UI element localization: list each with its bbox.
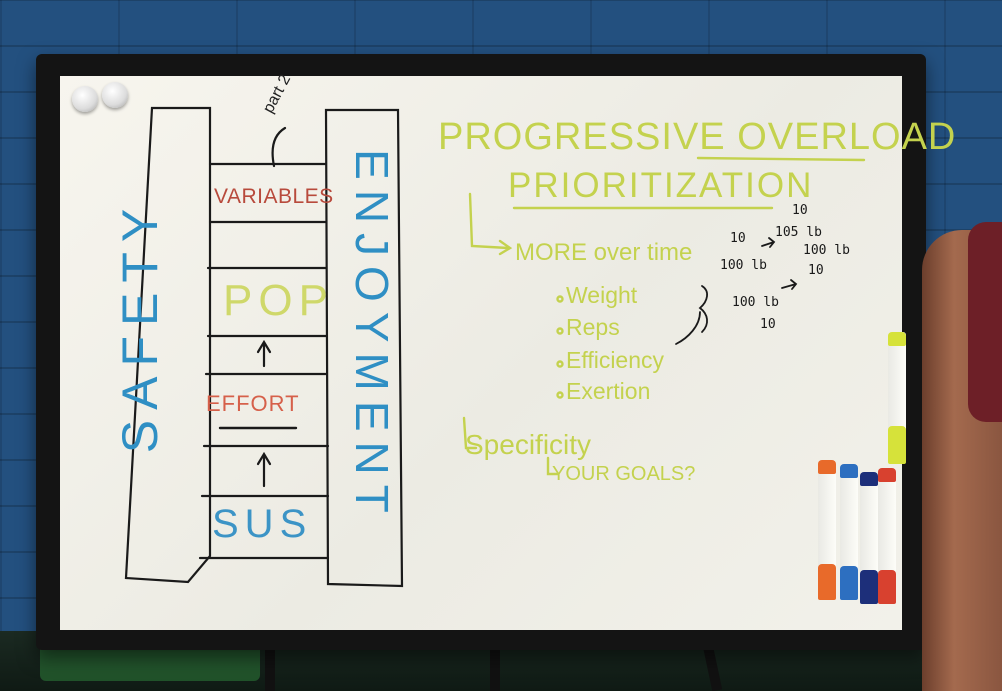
blue-marker[interactable] <box>840 464 858 600</box>
overload-underline <box>696 156 866 162</box>
arrow-stroke <box>781 279 798 290</box>
arrow-stroke <box>761 237 776 248</box>
bullet-dot <box>556 327 564 335</box>
magnet <box>102 82 128 108</box>
example-number: 10 <box>792 203 808 218</box>
left-rail-label: SAFETY <box>112 198 168 454</box>
bullet-reps: Reps <box>566 314 620 340</box>
spec-arrow <box>462 416 478 450</box>
your-goals-text: YOUR GOALS? <box>552 463 696 485</box>
example-number: 10 <box>730 231 746 246</box>
up-arrow <box>256 339 272 368</box>
more-over-time-text: MORE over time <box>515 239 693 266</box>
yellow-marker[interactable] <box>888 332 906 464</box>
left-rail-outline <box>124 106 212 584</box>
title-line-2: PRIORITIZATION <box>508 166 814 205</box>
red-marker[interactable] <box>878 468 896 604</box>
example-number: 10 <box>760 317 776 332</box>
presenter-shirt <box>968 222 1002 422</box>
title-line-1: PROGRESSIVE OVERLOAD <box>438 116 957 158</box>
example-number: 10 <box>808 263 824 278</box>
bullet-exertion: Exertion <box>566 378 651 404</box>
right-rail-label: ENJOYMENT <box>346 149 398 523</box>
navy-marker[interactable] <box>860 472 878 604</box>
bullet-weight: Weight <box>566 282 638 308</box>
rung-label-effort: EFFORT <box>206 391 300 416</box>
specificity-text: Specificity <box>465 429 592 460</box>
rung-label-pop: POP <box>223 276 334 325</box>
bullet-dot <box>556 360 564 368</box>
part2-connector <box>271 126 287 168</box>
easel-leg-center <box>490 621 500 691</box>
example-number: 100 lb <box>720 258 767 273</box>
right-rail-outline <box>324 108 404 588</box>
whiteboard-frame: part 2 VARIABLES POP EFFORT SUS SAFETY E… <box>36 54 955 650</box>
up-arrow <box>256 451 272 488</box>
magnet <box>72 86 98 112</box>
bullet-efficiency: Efficiency <box>566 347 665 373</box>
example-number: 100 lb <box>732 295 779 310</box>
bullet-dot <box>556 295 564 303</box>
board-drawing <box>124 106 866 588</box>
orange-marker[interactable] <box>818 460 836 600</box>
bracket-tail <box>675 311 701 345</box>
example-number: 100 lb <box>803 243 850 258</box>
example-number: 105 lb <box>775 225 822 240</box>
rung-label-variables: VARIABLES <box>214 185 334 208</box>
bracket-brace <box>698 285 708 333</box>
whiteboard: part 2 VARIABLES POP EFFORT SUS SAFETY E… <box>60 72 955 630</box>
rung-label-sus: SUS <box>212 502 313 546</box>
goals-arrow <box>546 456 560 476</box>
easel-leg-left <box>265 621 275 691</box>
more-arrow <box>468 192 513 256</box>
bullet-dot <box>556 391 564 399</box>
